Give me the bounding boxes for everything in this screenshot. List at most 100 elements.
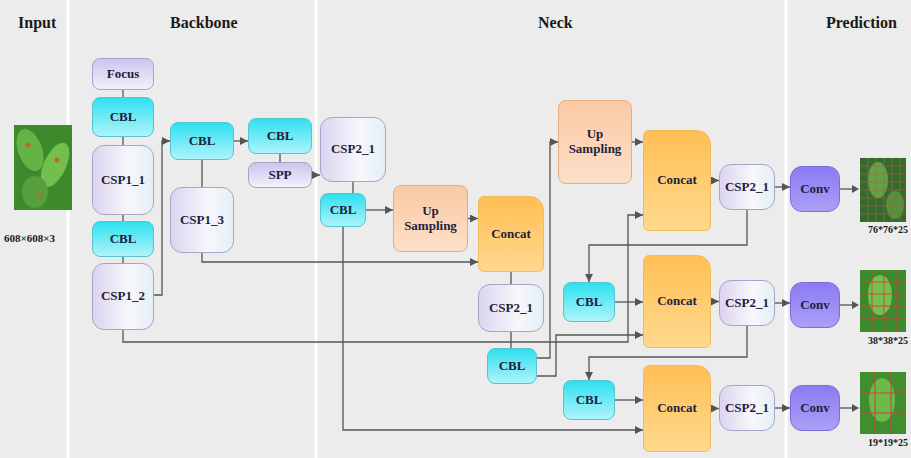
box-label: Up Sampling (396, 204, 465, 234)
output-arrows (840, 189, 853, 408)
leaf (22, 176, 48, 208)
connector (711, 180, 719, 181)
image-ground (860, 270, 906, 332)
leaf-spot (55, 158, 60, 163)
box-label: CBL (576, 393, 603, 408)
box-label: Concat (491, 227, 531, 242)
box-label: Up Sampling (561, 127, 629, 157)
connector (352, 182, 353, 193)
output-arrowheads (852, 185, 859, 412)
box-label: CSP1_3 (180, 213, 224, 228)
image-ground (860, 158, 906, 222)
csp-box: CSP1_2 (92, 263, 154, 330)
connector (366, 209, 393, 210)
connector (201, 160, 202, 187)
section-heading: Input (18, 14, 56, 32)
box-label: Conv (800, 182, 830, 197)
connector (711, 408, 719, 409)
output-size: 19*19*25 (868, 437, 908, 448)
output-arrow (840, 407, 853, 408)
leaf-spot (26, 143, 31, 148)
csp-box: CSP2_1 (719, 164, 775, 210)
section-heading: Neck (538, 14, 573, 32)
box-label: CSP2_1 (725, 296, 769, 311)
box-label: CBL (110, 232, 137, 247)
box-label: CBL (267, 129, 294, 144)
connector (279, 154, 280, 162)
grid (860, 270, 906, 332)
cbl-box: CBL (487, 348, 537, 384)
connector (312, 174, 320, 175)
leaf (868, 162, 888, 198)
box-label: CBL (330, 203, 357, 218)
box-label: Focus (107, 67, 140, 82)
csp-box: CSP1_3 (170, 187, 234, 253)
csp-box: CSP2_1 (320, 117, 386, 182)
arrowhead (852, 404, 859, 412)
box-label: CSP2_1 (331, 142, 375, 157)
cbl-box: CBL (248, 118, 312, 154)
connector (615, 301, 643, 302)
upsampling-box: Up Sampling (393, 185, 468, 252)
csp-box: CSP2_1 (719, 385, 775, 431)
panel-separator (67, 0, 70, 458)
conv-box: Conv (790, 166, 840, 212)
box-label: CBL (576, 295, 603, 310)
connector (468, 218, 478, 219)
panel-separator (785, 0, 788, 458)
section-heading: Backbone (170, 14, 238, 32)
connector (234, 140, 248, 141)
box-label: Conv (800, 298, 830, 313)
connector (775, 407, 790, 408)
focus-box: Focus (92, 58, 154, 90)
concat-box: Concat (478, 196, 544, 272)
leaf (886, 191, 904, 219)
upsampling-box: Up Sampling (558, 100, 632, 184)
box-label: Concat (657, 401, 697, 416)
box-label: CSP2_1 (725, 180, 769, 195)
leaf-spot (38, 193, 42, 197)
connector (711, 301, 719, 302)
output-image-medium (860, 270, 906, 332)
arrowhead (852, 301, 859, 309)
connector (154, 141, 170, 295)
csp-box: CSP2_1 (478, 284, 544, 332)
image-ground (860, 372, 906, 434)
connector (122, 137, 123, 145)
connector (775, 302, 790, 303)
arrowhead (852, 185, 859, 193)
csp-box: CSP2_1 (719, 280, 775, 326)
input-leaf-image (11, 125, 75, 210)
box-label: Concat (657, 294, 697, 309)
concat-box: Concat (643, 130, 711, 231)
box-label: CSP1_1 (101, 173, 145, 188)
connector (122, 90, 123, 97)
cbl-box: CBL (563, 380, 615, 420)
spp-box: SPP (248, 162, 312, 188)
conv-box: Conv (790, 282, 840, 328)
concat-box: Concat (643, 365, 711, 452)
box-label: CBL (110, 110, 137, 125)
cbl-box: CBL (320, 193, 366, 227)
box-label: SPP (268, 168, 291, 183)
grid (860, 158, 906, 222)
connector (632, 141, 643, 142)
box-label: Conv (800, 401, 830, 416)
connector (615, 399, 643, 400)
output-image-large (860, 158, 906, 222)
section-heading: Prediction (826, 14, 897, 32)
connector (510, 272, 511, 284)
cbl-box: CBL (563, 282, 615, 322)
output-size: 38*38*25 (868, 335, 908, 346)
box-label: Concat (657, 173, 697, 188)
box-label: CSP2_1 (725, 401, 769, 416)
conv-box: Conv (790, 385, 840, 431)
cbl-box: CBL (92, 97, 154, 137)
cbl-box: CBL (92, 221, 154, 257)
connector (775, 186, 790, 187)
connector (537, 335, 643, 376)
box-label: CSP1_2 (101, 289, 145, 304)
csp-box: CSP1_1 (92, 145, 154, 215)
output-image-small (860, 372, 906, 434)
